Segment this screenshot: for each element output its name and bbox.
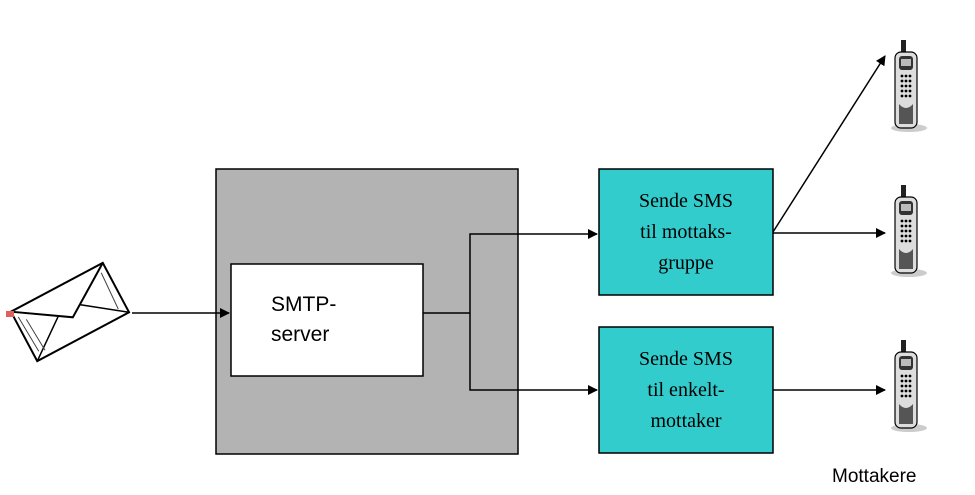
mobile-phone-icon (890, 339, 928, 433)
sms-single-box (598, 326, 774, 454)
arrow-group-to-phone-top (772, 55, 886, 233)
sms-group-label: Sende SMS til mottaks- gruppe (639, 189, 733, 274)
arrow-to-sms-single (469, 313, 598, 395)
smtp-server-box (230, 263, 424, 377)
envelope-stamp-mark (6, 311, 14, 317)
recipients-caption: Mottakere (832, 466, 917, 487)
smtp-server-label: SMTP- server (271, 293, 337, 346)
mobile-phone-icon (890, 184, 928, 278)
sms-group-box (598, 168, 774, 296)
envelope-icon (9, 261, 131, 363)
arrow-to-sms-group (469, 229, 598, 313)
sms-single-label: Sende SMS til enkelt- mottaker (639, 347, 733, 432)
mobile-phone-icon (890, 39, 928, 133)
